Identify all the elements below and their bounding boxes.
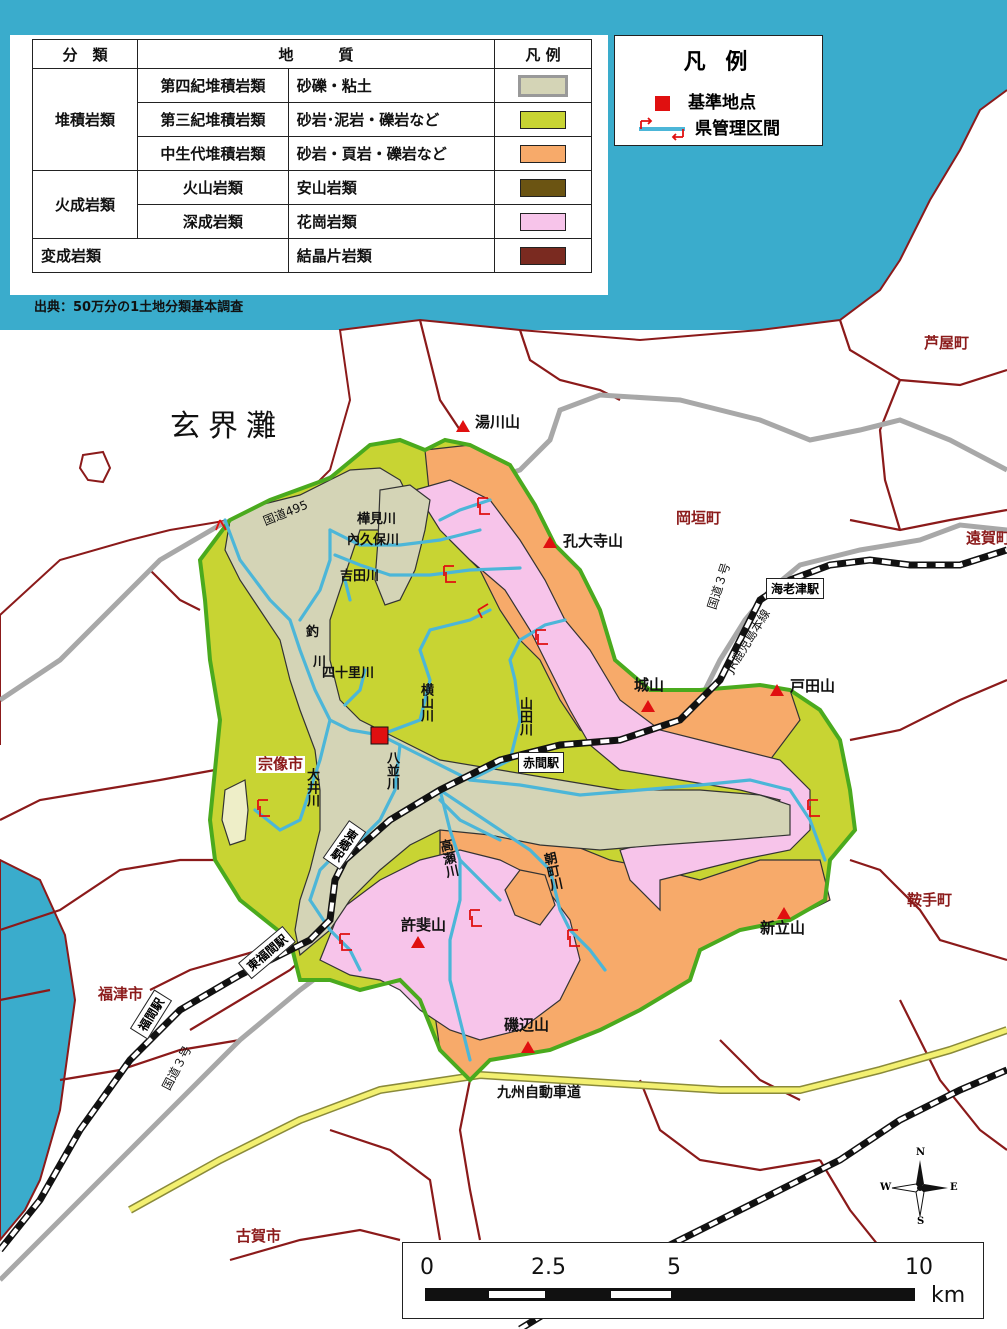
symbol-legend: 凡 例 基準地点 県管理区間 xyxy=(614,35,823,146)
mountain-toda: 戸田山 xyxy=(790,677,836,695)
river-yatsunami: 八並川 xyxy=(384,751,399,790)
subtype: 第三紀堆積岩類 xyxy=(137,102,289,137)
rock: 砂岩･泥岩・礫岩など xyxy=(287,102,496,137)
header-geology: 地 質 xyxy=(137,39,495,69)
mountain-jo: 城山 xyxy=(634,676,665,694)
city-onga: 遠賀町 xyxy=(966,529,1007,547)
compass-rose: N S W E xyxy=(880,1148,960,1228)
river-shijuri: 四十里川 xyxy=(322,666,375,681)
subtype: 火山岩類 xyxy=(137,170,289,205)
reference-point-icon xyxy=(655,95,670,111)
rock: 結晶片岩類 xyxy=(287,238,496,273)
managed-section-label: 県管理区間 xyxy=(695,119,780,139)
city-ashiya: 芦屋町 xyxy=(924,334,970,352)
group-metamorphic: 変成岩類 xyxy=(32,238,289,273)
rock: 安山岩類 xyxy=(287,170,496,205)
rock: 花崗岩類 xyxy=(287,204,496,239)
reference-point-label: 基準地点 xyxy=(688,93,756,113)
source-note: 出典：50万分の1土地分類基本調査 xyxy=(34,300,244,315)
scale-tick-10: 10 xyxy=(905,1255,933,1280)
scale-tick-0: 0 xyxy=(420,1255,434,1280)
mountain-yugawa: 湯川山 xyxy=(475,413,521,431)
rivers xyxy=(223,498,827,1062)
sea-left xyxy=(0,858,77,1242)
river-tsuri-2: 川 xyxy=(313,655,327,670)
river-kabami: 樺見川 xyxy=(357,512,397,527)
subtype: 深成岩類 xyxy=(137,204,289,239)
station-akama: 赤間駅 xyxy=(518,752,565,773)
city-koga: 古賀市 xyxy=(236,1227,282,1245)
scale-tick-5: 5 xyxy=(667,1255,681,1280)
river-nakusa: 內久保川 xyxy=(347,533,400,548)
river-yamada: 山田川 xyxy=(517,697,532,736)
header-category: 分 類 xyxy=(32,39,138,69)
basin-boundary xyxy=(197,437,858,1083)
swatch-schist xyxy=(520,246,566,265)
group-sedimentary: 堆積岩類 xyxy=(32,68,138,171)
island xyxy=(78,450,112,484)
scale-bar: 0 2.5 5 10 km xyxy=(402,1242,984,1319)
city-kurate: 鞍手町 xyxy=(907,891,953,909)
compass-n: N xyxy=(916,1147,926,1158)
header-legend: 凡 例 xyxy=(494,39,592,69)
compass-e: E xyxy=(950,1182,958,1193)
scale-unit: km xyxy=(931,1283,966,1308)
river-yoshida: 吉田川 xyxy=(340,569,380,584)
river-tsuri: 釣 xyxy=(306,625,320,640)
station-ebitsu: 海老津駅 xyxy=(766,578,825,599)
mountain-kehi: 許斐山 xyxy=(401,916,447,934)
mountain-shintate: 新立山 xyxy=(760,919,806,937)
swatch-volcanic xyxy=(520,178,566,197)
swatch-mesozoic xyxy=(520,144,566,163)
road-expressway: 九州自動車道 xyxy=(497,1085,581,1101)
managed-section-icon xyxy=(639,117,685,141)
swatch-quaternary xyxy=(518,74,568,97)
compass-s: S xyxy=(917,1216,925,1227)
symbol-legend-title: 凡 例 xyxy=(683,50,754,75)
swatch-tertiary xyxy=(520,110,566,129)
geology-legend: 分 類 地 質 凡 例 堆積岩類 第四紀堆積岩類 砂礫・粘土 第三紀堆積岩類 砂… xyxy=(10,35,608,295)
scale-tick-2-5: 2.5 xyxy=(531,1255,566,1280)
city-okagaki: 岡垣町 xyxy=(676,509,722,527)
swatch-granite xyxy=(520,212,566,231)
rock: 砂礫・粘土 xyxy=(287,68,496,103)
mountain-kodaiji: 孔大寺山 xyxy=(563,532,624,550)
reference-point-marker xyxy=(370,726,389,745)
city-fukutsu: 福津市 xyxy=(98,985,144,1003)
sea-label: 玄界灘 xyxy=(170,409,284,444)
mountain-markers xyxy=(411,420,791,1053)
mountain-isobe: 磯辺山 xyxy=(504,1016,550,1034)
subtype: 第四紀堆積岩類 xyxy=(137,68,289,103)
geology-granite xyxy=(414,479,811,912)
scale-bar-graphic xyxy=(425,1288,915,1301)
subtype: 中生代堆積岩類 xyxy=(137,136,289,171)
city-munakata: 宗像市 xyxy=(256,755,306,773)
compass-icon xyxy=(891,1160,948,1217)
managed-section-markers xyxy=(215,497,820,951)
rock: 砂岩・頁岩・礫岩など xyxy=(287,136,496,171)
river-yokoyama: 横山川 xyxy=(418,683,433,722)
compass-w: W xyxy=(880,1182,892,1193)
group-igneous: 火成岩類 xyxy=(32,170,138,239)
river-oi: 大井川 xyxy=(304,768,319,807)
